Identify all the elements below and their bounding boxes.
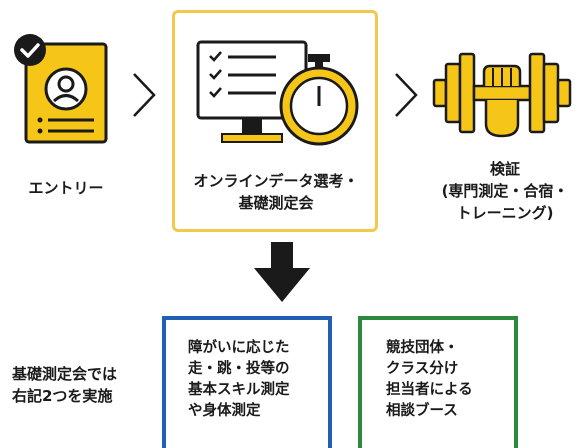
online-step <box>186 36 366 156</box>
monitor-stopwatch-icon <box>196 40 359 146</box>
down-arrow-icon <box>252 240 312 304</box>
profile-document-icon <box>14 34 108 144</box>
note-line1: 基礎測定会では <box>12 365 118 383</box>
note-line2: 右記2つを実施 <box>12 387 113 405</box>
entry-label: エントリー <box>28 179 104 197</box>
consultation-booth-text: 競技団体・ クラス分け 担当者による 相談ブース <box>386 340 473 419</box>
consultation-booth-box: 競技団体・ クラス分け 担当者による 相談ブース <box>358 316 518 448</box>
verify-label-line2: (専門測定・合宿・ <box>441 182 569 200</box>
entry-step <box>8 34 118 144</box>
chevron-right-icon <box>128 70 158 120</box>
skill-measurement-text: 障がいに応じた 走・跳・投等の 基本スキル測定 や身体測定 <box>188 340 290 419</box>
skill-measurement-box: 障がいに応じた 走・跳・投等の 基本スキル測定 や身体測定 <box>162 316 332 448</box>
chevron-right-icon <box>390 70 420 120</box>
online-label-line2: 基礎測定会 <box>238 194 314 212</box>
dumbbell-icon <box>432 52 572 138</box>
verify-step <box>432 38 572 148</box>
verify-label-line3: トレーニング) <box>456 204 554 222</box>
online-label-line1: オンラインデータ選考・ <box>193 172 359 190</box>
verify-label-line1: 検証 <box>489 160 520 178</box>
